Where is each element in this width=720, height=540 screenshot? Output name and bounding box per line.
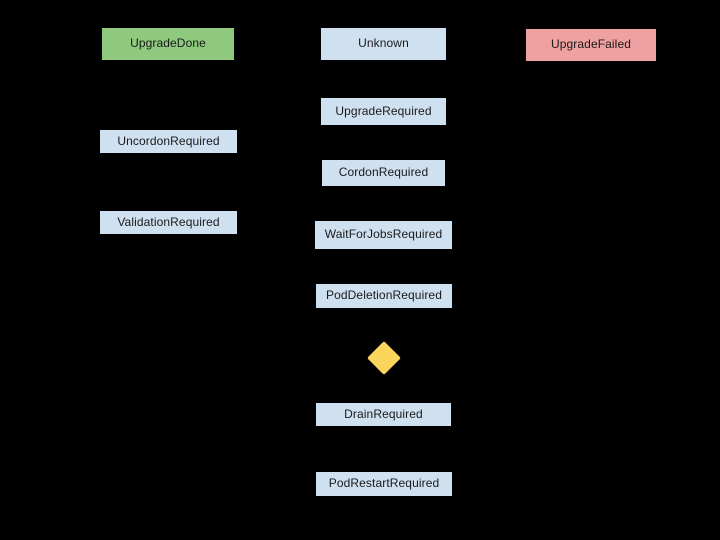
node-cordon-required[interactable]: CordonRequired (322, 160, 445, 186)
node-label: PodRestartRequired (328, 476, 440, 491)
node-label: UpgradeDone (130, 36, 206, 51)
decision-diamond-icon[interactable] (367, 341, 401, 375)
node-pod-deletion-required[interactable]: PodDeletionRequired (316, 284, 452, 308)
node-label: DrainRequired (344, 406, 423, 421)
node-unknown[interactable]: Unknown (321, 28, 446, 60)
node-upgrade-failed[interactable]: UpgradeFailed (526, 29, 656, 61)
node-drain-required[interactable]: DrainRequired (316, 403, 451, 426)
node-label: Unknown (358, 36, 409, 51)
node-label: CordonRequired (338, 165, 429, 180)
node-label: UncordonRequired (117, 133, 220, 148)
node-label: UpgradeRequired (335, 103, 432, 118)
node-pod-restart-required[interactable]: PodRestartRequired (316, 472, 452, 496)
node-upgrade-required[interactable]: UpgradeRequired (321, 98, 446, 125)
node-label: ValidationRequired (117, 214, 220, 229)
node-validation-required[interactable]: ValidationRequired (100, 211, 237, 234)
node-wait-for-jobs-required[interactable]: WaitForJobsRequired (315, 221, 452, 249)
node-uncordon-required[interactable]: UncordonRequired (100, 130, 237, 153)
node-label: UpgradeFailed (550, 37, 631, 52)
node-label: PodDeletionRequired (326, 288, 442, 303)
node-label: WaitForJobsRequired (324, 227, 443, 242)
node-upgrade-done[interactable]: UpgradeDone (102, 28, 234, 60)
